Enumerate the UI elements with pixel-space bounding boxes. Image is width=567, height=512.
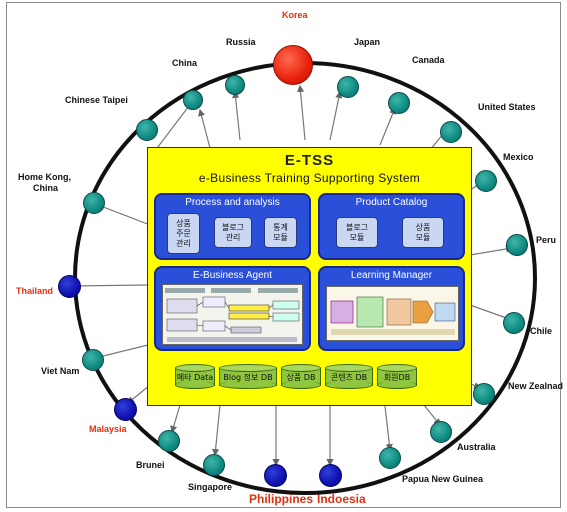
arrow-china [198, 108, 211, 149]
db-meta-data: 메타 Data [175, 364, 215, 389]
label-china: China [172, 58, 198, 68]
label-brunei: Brunei [136, 460, 165, 470]
arrow-hong-kong [96, 203, 151, 226]
db-content: 콘텐츠 DB [325, 364, 373, 389]
statistics-module: 통계 모듈 [264, 217, 297, 248]
new-zealand-node [473, 383, 495, 405]
singapore-node [203, 454, 225, 476]
label-new-zealand: New Zealnad [508, 381, 564, 391]
learning-manager-title: Learning Manager [350, 270, 433, 281]
db-meta-data-label: 메타 Data [176, 373, 214, 382]
blog-module: 블로그 모듈 [336, 217, 378, 248]
arrow-russia [232, 90, 241, 141]
ebusiness-agent-title: E-Business Agent [193, 270, 272, 281]
korea-node [273, 45, 313, 85]
russia-node [225, 75, 245, 95]
label-korea: Korea [282, 10, 308, 20]
label-australia: Australia [457, 442, 496, 452]
china-node [183, 90, 203, 110]
papua-new-guinea-node [379, 447, 401, 469]
db-product-label: 상품 DB [286, 373, 316, 382]
db-member: 회원DB [377, 364, 417, 389]
united-states-node [440, 121, 462, 143]
arrow-brunei [170, 404, 181, 434]
process-analysis-title: Process and analysis [185, 197, 280, 208]
db-content-label: 콘텐츠 DB [330, 373, 368, 382]
arrow-peru [469, 245, 514, 256]
label-hong-kong-line2: China [33, 183, 59, 193]
db-product: 상품 DB [281, 364, 321, 389]
thailand-node [58, 275, 81, 298]
order-management-module: 상품 주문 관리 [167, 213, 200, 254]
label-chile: Chile [530, 326, 553, 336]
brunei-node [158, 430, 180, 452]
label-philippines: Philippines [249, 492, 314, 506]
canada-node [388, 92, 410, 114]
blog-management-module: 블로그 관리 [214, 217, 252, 248]
db-blog-info-label: Blog 정보 DB [223, 373, 273, 382]
label-peru: Peru [536, 235, 557, 245]
arrow-thailand [68, 282, 149, 290]
arrow-japan [329, 90, 343, 141]
arrow-viet-nam [93, 344, 149, 361]
label-united-states: United States [478, 102, 536, 112]
peru-node [506, 234, 528, 256]
chinese-taipei-node [136, 119, 158, 141]
japan-node [337, 76, 359, 98]
label-japan: Japan [354, 37, 381, 47]
learning-manager-box: Learning Manager [318, 266, 465, 351]
australia-node [430, 421, 452, 443]
label-russia: Russia [226, 37, 256, 47]
hong-kong-node [83, 192, 105, 214]
ebusiness-agent-box: E-Business Agent [154, 266, 311, 351]
arrow-korea [296, 84, 306, 141]
label-chinese-taipei: Chinese Taipei [65, 95, 128, 105]
label-indonesia: Indoesia [317, 492, 366, 506]
panel-title: E-TSS [284, 152, 335, 169]
malaysia-node [114, 398, 137, 421]
viet-nam-node [82, 349, 104, 371]
agent-architecture-thumbnail [162, 284, 303, 345]
label-malaysia: Malaysia [89, 424, 127, 434]
chile-node [503, 312, 525, 334]
product-catalog-title: Product Catalog [355, 197, 428, 208]
label-hong-kong-line1: Home Kong, [18, 172, 71, 182]
db-member-label: 회원DB [383, 373, 411, 382]
arrow-singapore [212, 404, 221, 457]
figure-frame [6, 2, 561, 508]
label-canada: Canada [412, 55, 445, 65]
label-thailand: Thailand [16, 286, 54, 296]
arrow-canada [379, 106, 397, 146]
mexico-node [475, 170, 497, 192]
label-singapore: Singapore [188, 482, 233, 492]
label-mexico: Mexico [503, 152, 534, 162]
process-analysis-box: Process and analysis 상품 주문 관리 블로그 관리 통계 … [154, 193, 311, 260]
panel-subtitle: e-Business Training Supporting System [198, 171, 421, 185]
db-blog-info: Blog 정보 DB [219, 364, 277, 389]
label-papua-new-guinea: Papua New Guinea [402, 474, 484, 484]
philippines-node [264, 464, 287, 487]
product-catalog-box: Product Catalog 블로그 모듈 상품 모듈 [318, 193, 465, 260]
product-module: 상품 모듈 [402, 217, 444, 248]
indonesia-node [319, 464, 342, 487]
arrow-papua [384, 405, 393, 452]
etss-panel: E-TSS e-Business Training Supporting Sys… [147, 147, 472, 406]
label-viet-nam: Viet Nam [41, 366, 80, 376]
learning-manager-thumbnail [326, 286, 459, 341]
